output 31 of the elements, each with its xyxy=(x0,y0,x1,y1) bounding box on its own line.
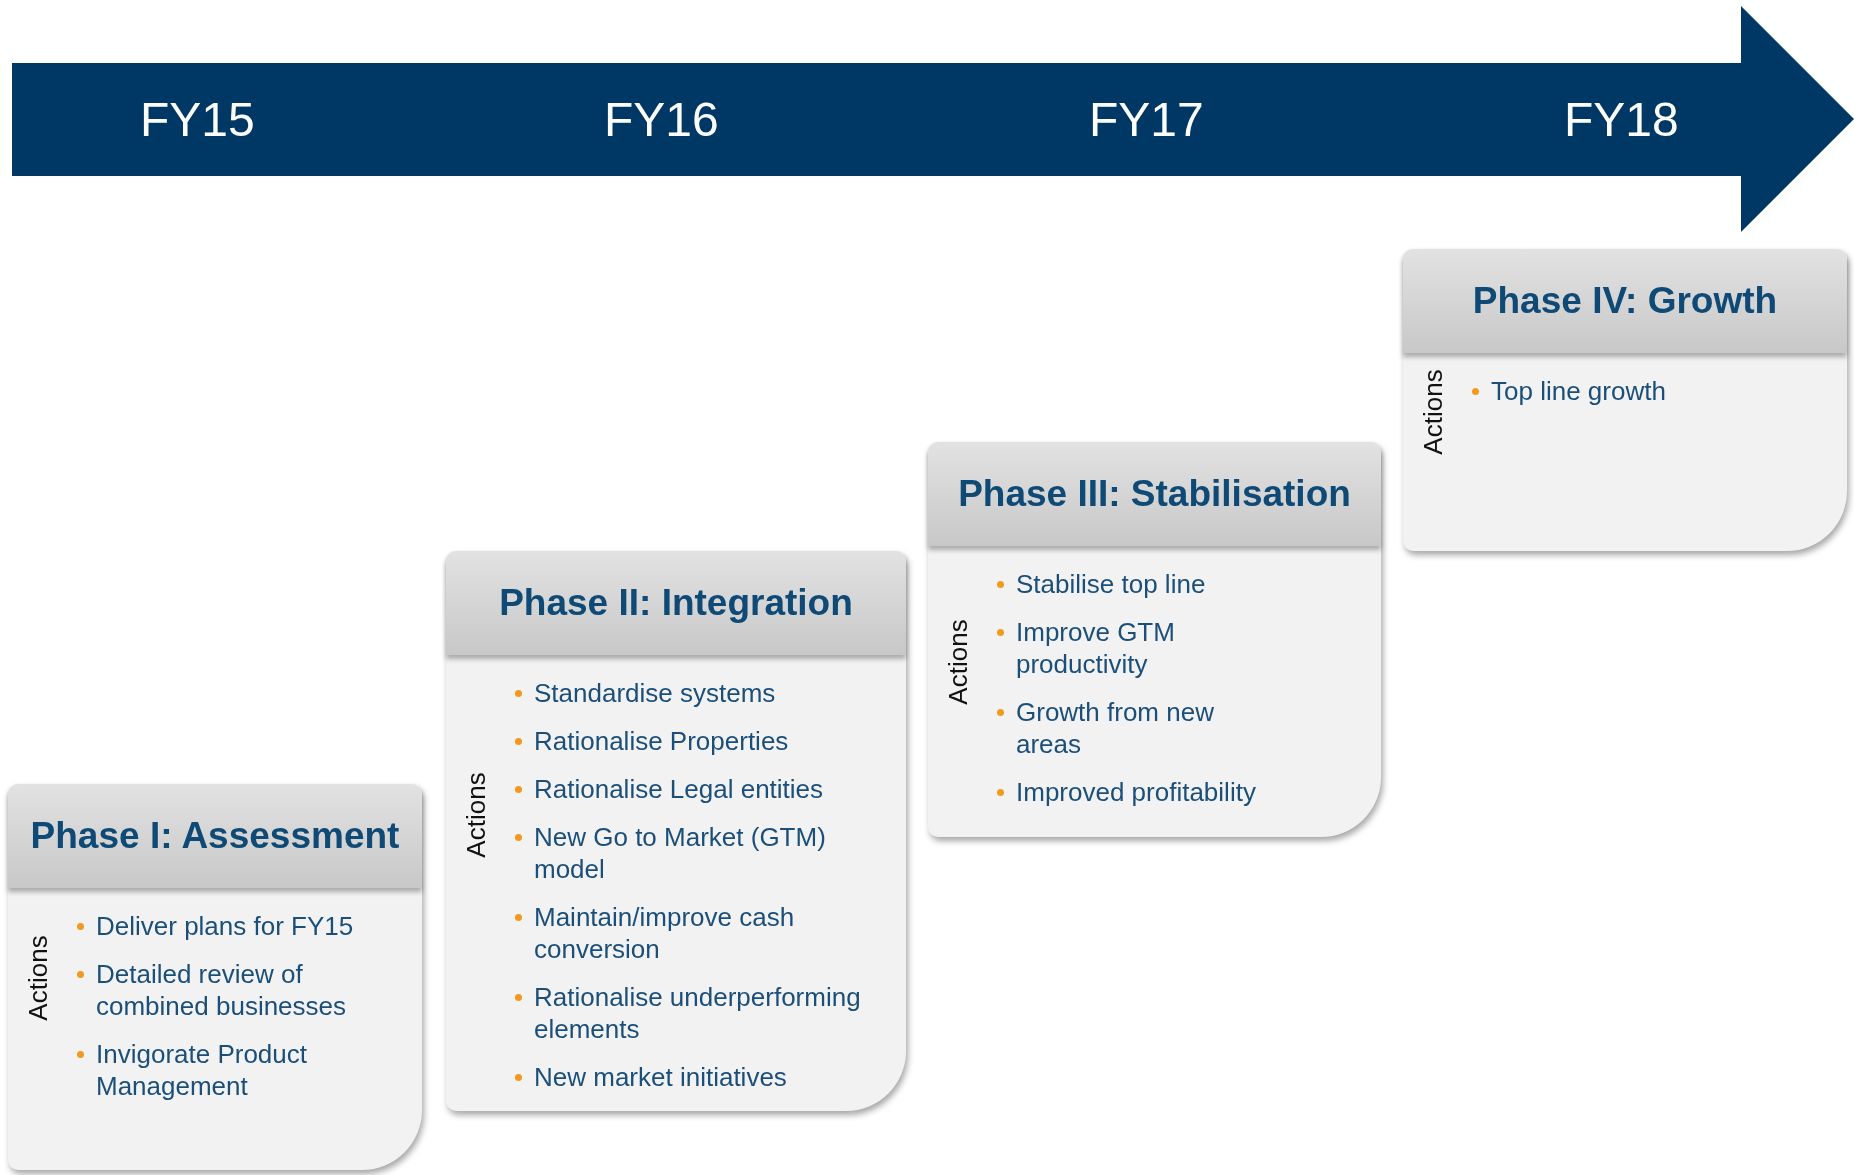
action-item: Improve GTM productivity xyxy=(1016,616,1176,680)
phase-heading: Phase IV: Growth xyxy=(1403,249,1847,353)
action-item: Top line growth xyxy=(1491,375,1666,407)
phase-card xyxy=(8,784,422,1170)
phase-card xyxy=(928,442,1381,837)
action-item: Stabilise top line xyxy=(1016,568,1206,600)
vertical-label: Actions xyxy=(460,771,492,858)
action-item: Maintain/improve cash conversion xyxy=(534,901,796,965)
year-label: FY18 xyxy=(1564,92,1679,148)
action-item: Invigorate Product Management xyxy=(96,1038,308,1102)
action-item: Rationalise Legal entities xyxy=(534,773,824,805)
year-label: FY16 xyxy=(604,92,719,148)
action-item: Improved profitability xyxy=(1016,776,1256,808)
vertical-label: Actions xyxy=(1417,369,1449,455)
year-label: FY15 xyxy=(140,92,255,148)
year-label: FY17 xyxy=(1089,92,1204,148)
action-item: Rationalise underperforming elements xyxy=(534,981,862,1045)
phase-heading: Phase III: Stabilisation xyxy=(928,442,1381,546)
vertical-label: Actions xyxy=(942,619,974,705)
action-item: New Go to Market (GTM) model xyxy=(534,821,827,885)
action-item: Deliver plans for FY15 xyxy=(96,910,354,942)
action-item: New market initiatives xyxy=(534,1061,787,1093)
action-item: Detailed review of combined businesses xyxy=(96,958,348,1022)
phase-heading: Phase II: Integration xyxy=(446,551,906,655)
action-item: Rationalise Properties xyxy=(534,725,789,757)
phase-heading: Phase I: Assessment xyxy=(8,784,422,888)
phase-card xyxy=(1403,249,1847,551)
phase-card xyxy=(446,551,906,1111)
vertical-label: Actions xyxy=(22,935,54,1021)
action-item: Standardise systems xyxy=(534,677,776,709)
action-item: Growth from new areas xyxy=(1016,696,1215,760)
